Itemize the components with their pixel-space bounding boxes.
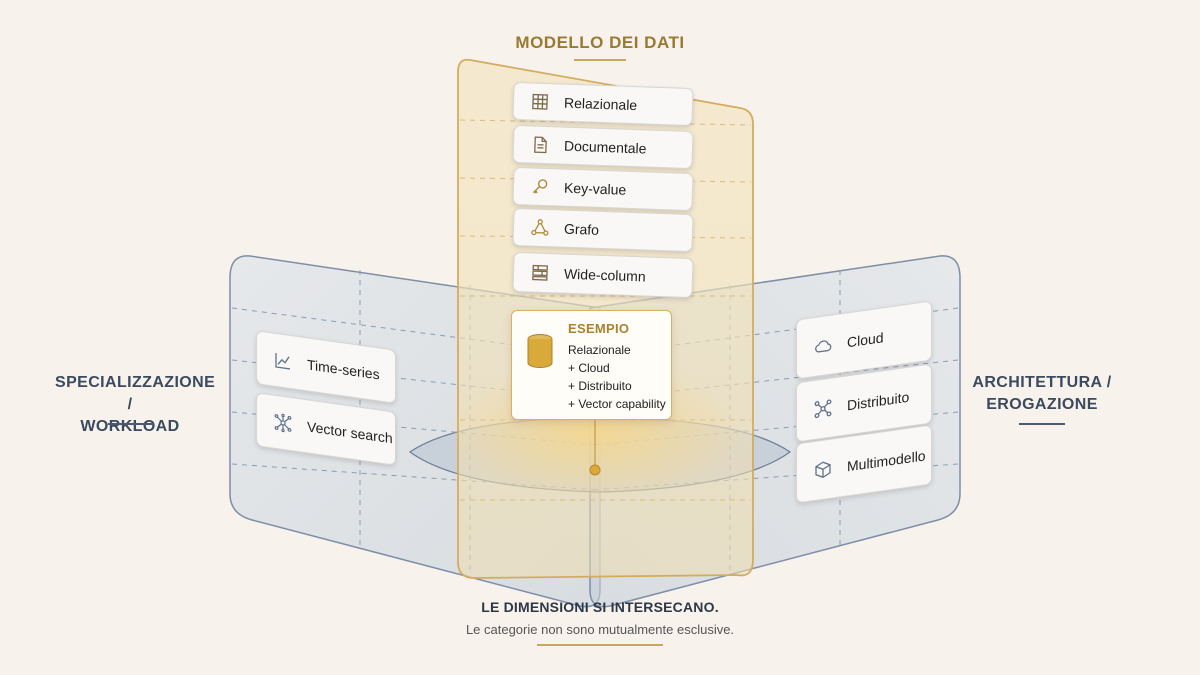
data-model-label: Key-value: [563, 179, 627, 198]
distributed-nodes-icon: [813, 397, 833, 420]
example-line: + Vector capability: [568, 397, 666, 411]
data-model-label: Relazionale: [563, 94, 638, 114]
intersection-point: [589, 464, 601, 476]
table-icon: [530, 91, 551, 112]
architecture-label: Cloud: [847, 329, 884, 351]
example-line: Relazionale: [568, 343, 631, 357]
architecture-label: Multimodello: [847, 447, 926, 475]
data-model-chip-wide-column[interactable]: Wide-column: [512, 251, 694, 299]
example-card: ESEMPIO Relazionale + Cloud + Distribuit…: [511, 310, 672, 420]
vector-network-icon: [273, 412, 293, 435]
database-icon: [526, 333, 554, 369]
data-model-chip-relazionale[interactable]: Relazionale: [512, 81, 694, 127]
footer-underline: [537, 644, 663, 646]
workload-label-line1: SPECIALIZZAZIONE /: [55, 374, 216, 413]
example-line: + Distribuito: [568, 379, 632, 393]
cloud-icon: [813, 334, 833, 357]
document-icon: [530, 134, 551, 155]
architecture-dimension-label: ARCHITETTURA / EROGAZIONE: [972, 372, 1112, 416]
architecture-chip-multimodello[interactable]: Multimodello: [796, 424, 932, 504]
footer-title: LE DIMENSIONI SI INTERSECANO.: [481, 599, 719, 615]
wide-column-icon: [530, 262, 551, 283]
graph-icon: [530, 217, 551, 238]
architecture-label-underline: [1019, 423, 1065, 425]
data-model-chip-key-value[interactable]: Key-value: [512, 166, 694, 212]
workload-label: Vector search: [307, 418, 393, 447]
workload-label-underline: [108, 423, 154, 425]
footer-subtitle: Le categorie non sono mutualmente esclus…: [465, 622, 735, 637]
data-model-title: MODELLO DEI DATI: [515, 33, 685, 52]
title-underline: [574, 59, 626, 61]
example-title: ESEMPIO: [568, 321, 630, 336]
architecture-chip-distribuito[interactable]: Distribuito: [796, 363, 932, 443]
data-model-label: Wide-column: [563, 265, 646, 285]
example-line: + Cloud: [568, 361, 610, 375]
data-model-label: Documentale: [563, 137, 647, 157]
architecture-label: Distribuito: [847, 388, 910, 414]
workload-dimension-label: SPECIALIZZAZIONE / WORKLOAD: [55, 372, 216, 438]
cube-icon: [813, 458, 833, 481]
workload-label-line2: WORKLOAD: [80, 418, 180, 435]
workload-chip-time-series[interactable]: Time-series: [256, 330, 396, 404]
data-model-chip-documentale[interactable]: Documentale: [512, 124, 694, 170]
data-model-chip-grafo[interactable]: Grafo: [512, 207, 694, 253]
key-icon: [530, 176, 551, 197]
line-chart-icon: [273, 350, 293, 373]
data-model-label: Grafo: [563, 220, 600, 238]
workload-chip-vector-search[interactable]: Vector search: [256, 392, 396, 466]
architecture-chip-cloud[interactable]: Cloud: [796, 300, 932, 380]
architecture-label-line1: ARCHITETTURA /: [972, 374, 1112, 391]
workload-label: Time-series: [307, 356, 380, 383]
architecture-label-line2: EROGAZIONE: [986, 396, 1098, 413]
